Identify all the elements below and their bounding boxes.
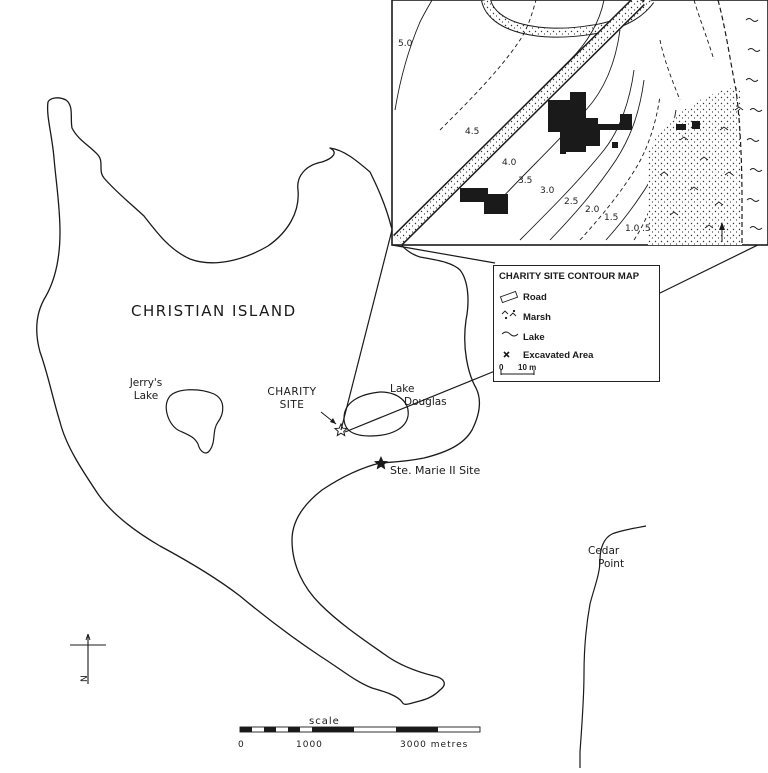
lake-douglas-label-line: Lake xyxy=(390,383,415,395)
inset-lake-shore xyxy=(717,0,743,245)
contour-label: 2.5 xyxy=(564,197,578,207)
legend-symbols xyxy=(499,290,535,375)
jerrys-lake-label: Jerry's Lake xyxy=(118,377,174,403)
lake-douglas-shore xyxy=(343,391,409,437)
legend-lake-label: Lake xyxy=(523,332,545,343)
scale-tick-label: 3000 metres xyxy=(400,740,469,750)
contour-label: 2.0 xyxy=(585,205,600,215)
legend-box: CHARITY SITE CONTOUR MAP Road Marsh Lake… xyxy=(493,265,660,382)
island-name-label: CHRISTIAN ISLAND xyxy=(131,302,297,320)
road-symbol xyxy=(499,290,519,304)
jerrys-lake-label-line: Lake xyxy=(133,390,159,402)
ste-marie-marker xyxy=(374,456,388,470)
lake-douglas-label-line: Douglas xyxy=(404,396,447,408)
cedar-point-label: Cedar Point xyxy=(588,545,624,571)
contour-label: 5.0 xyxy=(398,39,413,49)
scale-tick-label: 0 xyxy=(238,740,245,750)
scale-tick-label: 1000 xyxy=(296,740,323,750)
contour-label: 4.0 xyxy=(502,158,517,168)
christian-island-coastline xyxy=(35,97,481,705)
marsh-tufts xyxy=(659,106,744,229)
inset-leader-line xyxy=(340,229,393,431)
legend-scale-end: 10 m xyxy=(518,363,537,372)
cedar-point-label-line: Point xyxy=(598,558,625,570)
lake-waves xyxy=(745,18,763,230)
excavated-symbol xyxy=(503,351,510,358)
cedar-point-label-line: Cedar xyxy=(588,545,620,557)
cedar-point-coastline xyxy=(579,525,647,768)
jerrys-lake-label-line: Jerry's xyxy=(129,377,163,389)
contour-label: 3.5 xyxy=(518,176,532,186)
contour-label: 3.0 xyxy=(540,186,555,196)
contour-label: .5 xyxy=(642,224,651,234)
scale-bar xyxy=(239,726,481,733)
ste-marie-label: Ste. Marie II Site xyxy=(390,464,481,477)
excavated-areas xyxy=(460,92,700,214)
legend-leader-line-top xyxy=(391,244,496,264)
legend-excavated-label: Excavated Area xyxy=(523,350,594,361)
charity-site-label-line: SITE xyxy=(279,399,305,411)
charity-site-label-line: CHARITY xyxy=(267,386,317,398)
jerrys-lake-shore xyxy=(165,389,224,454)
marsh-symbol xyxy=(501,309,517,320)
legend-road-label: Road xyxy=(523,292,547,303)
scale-title: scale xyxy=(309,716,340,727)
inset-marsh xyxy=(648,87,742,245)
legend-marsh-label: Marsh xyxy=(523,312,551,323)
inset-contour-map: 5.0 4.5 4.0 3.5 3.0 2.5 2.0 1.5 1.0 .5 xyxy=(391,0,768,246)
contour-label: 1.0 xyxy=(625,224,640,234)
contour-label: 4.5 xyxy=(465,127,479,137)
north-arrow xyxy=(70,633,106,684)
legend-title: CHARITY SITE CONTOUR MAP xyxy=(499,271,640,282)
contour-label: 1.5 xyxy=(604,213,618,223)
lake-symbol xyxy=(501,331,519,337)
legend-leader-line-bottom xyxy=(344,370,496,433)
inset-to-legend-line xyxy=(657,239,768,295)
north-label: N xyxy=(80,675,90,682)
lake-douglas-label: Lake Douglas xyxy=(390,383,450,409)
legend-scale-bar xyxy=(500,370,535,375)
charity-site-label: CHARITY SITE xyxy=(262,386,322,412)
legend-scale-start: 0 xyxy=(499,363,504,372)
